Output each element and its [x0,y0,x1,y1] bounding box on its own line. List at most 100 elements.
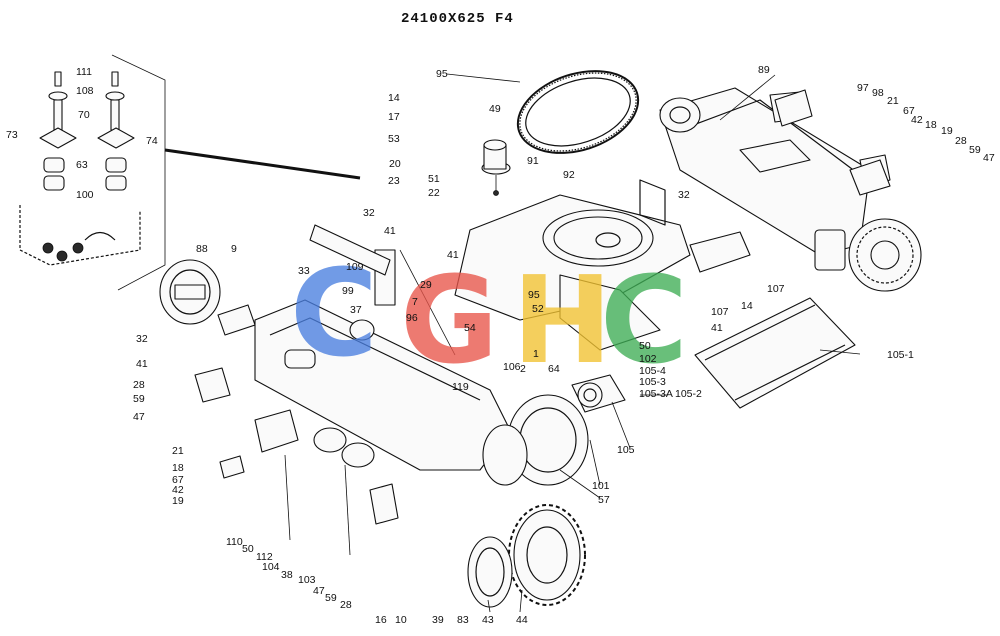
callout-label: 47 [983,152,995,164]
leader-lines [284,73,861,613]
callout-label: 16 [375,614,387,626]
watermark-letter: H [512,252,612,391]
callout-label: 99 [342,285,354,297]
callout-label: 9 [231,243,237,255]
callout-label: 70 [78,109,90,121]
watermark: C G H C [290,245,688,391]
callout-label: 14 [388,92,400,104]
callout-label: 73 [6,129,18,141]
callout-label: 29 [420,279,432,291]
callout-label: 14 [741,300,753,312]
callout-label: 101 [592,480,610,492]
watermark-letter: C [290,245,378,384]
callout-label: 33 [298,265,310,277]
callout-label: 74 [146,135,158,147]
diagram-title: 24100X625 F4 [401,11,514,27]
callout-label: 112 [256,551,273,563]
callout-label: 41 [384,225,396,237]
callout-label: 104 [262,561,280,573]
callout-label: 59 [325,592,337,604]
callout-label: 1 [533,348,539,360]
callout-label: 108 [76,85,94,97]
callout-label: 28 [340,599,352,611]
callout-label: 37 [350,304,362,316]
callout-label: 21 [172,445,184,457]
callout-label: 41 [136,358,148,370]
center-frame [454,179,751,351]
callout-label: 28 [955,135,967,147]
callout-label: 67 [903,105,915,117]
track-rollers [313,319,375,468]
callout-label: 63 [76,159,88,171]
callout-label: 50 [639,340,651,352]
swing-ring [516,70,640,154]
callout-label: 67 [172,474,184,486]
cover-plates [194,89,891,525]
callout-label: 47 [313,585,325,597]
callout-label: 39 [432,614,444,626]
callout-label: 109 [346,261,364,273]
callout-label: 20 [389,158,401,170]
callout-label: 42 [172,484,184,496]
callout-label: 92 [563,169,575,181]
callout-label: 107 [767,283,785,295]
callout-label: 10 [395,614,407,626]
callout-label: 95 [436,68,448,80]
callout-label: 19 [172,495,184,507]
swivel-joint [481,139,511,196]
callout-label: 19 [941,125,953,137]
callout-label: 105-3 [639,376,666,388]
callout-label: 44 [516,614,528,626]
callout-label: 57 [598,494,610,506]
track-guard [694,297,856,409]
callout-label: 89 [758,64,770,76]
callout-label: 43 [482,614,494,626]
callout-label: 105-3A [639,388,673,400]
callout-label: 17 [388,111,400,123]
callout-label: 103 [298,574,316,586]
callout-label: 49 [489,103,501,115]
callout-label: 110 [226,536,243,548]
callout-label: 105 [617,444,635,456]
watermark-letter: G [400,252,499,391]
callout-label: 54 [464,322,476,334]
sprocket-assembly [467,394,589,608]
callout-label: 18 [925,119,937,131]
callout-label: 106 [503,361,521,373]
callout-label: 23 [388,175,400,187]
callout-label: 88 [196,243,208,255]
callout-label: 119 [452,381,469,393]
callout-label: 107 [711,306,729,318]
callout-label: 18 [172,462,184,474]
callout-label: 50 [242,543,254,555]
callout-label: 41 [711,322,723,334]
callout-label: 42 [911,114,923,126]
callout-label: 32 [136,333,148,345]
callout-label: 64 [548,363,560,375]
callout-label: 28 [133,379,145,391]
callout-labels: 111 108 70 73 74 63 100 88 9 32 41 28 59… [6,64,995,626]
callout-label: 102 [639,353,657,365]
callout-label: 21 [887,95,899,107]
inset-detail [19,54,361,291]
callout-label: 41 [447,249,459,261]
callout-label: 47 [133,411,145,423]
callout-label: 96 [406,312,418,324]
callout-label: 38 [281,569,293,581]
callout-label: 59 [969,144,981,156]
callout-label: 53 [388,133,400,145]
callout-label: 83 [457,614,469,626]
callout-label: 98 [872,87,884,99]
callout-label: 7 [412,296,418,308]
callout-label: 59 [133,393,145,405]
callout-label: 105-2 [675,388,702,400]
callout-label: 105-4 [639,365,666,377]
travel-motor [571,374,626,413]
callout-label: 32 [678,189,690,201]
callout-label: 22 [428,187,440,199]
callout-label: 2 [520,363,526,375]
callout-label: 100 [76,189,94,201]
callout-label: 91 [527,155,539,167]
callout-label: 51 [428,173,440,185]
